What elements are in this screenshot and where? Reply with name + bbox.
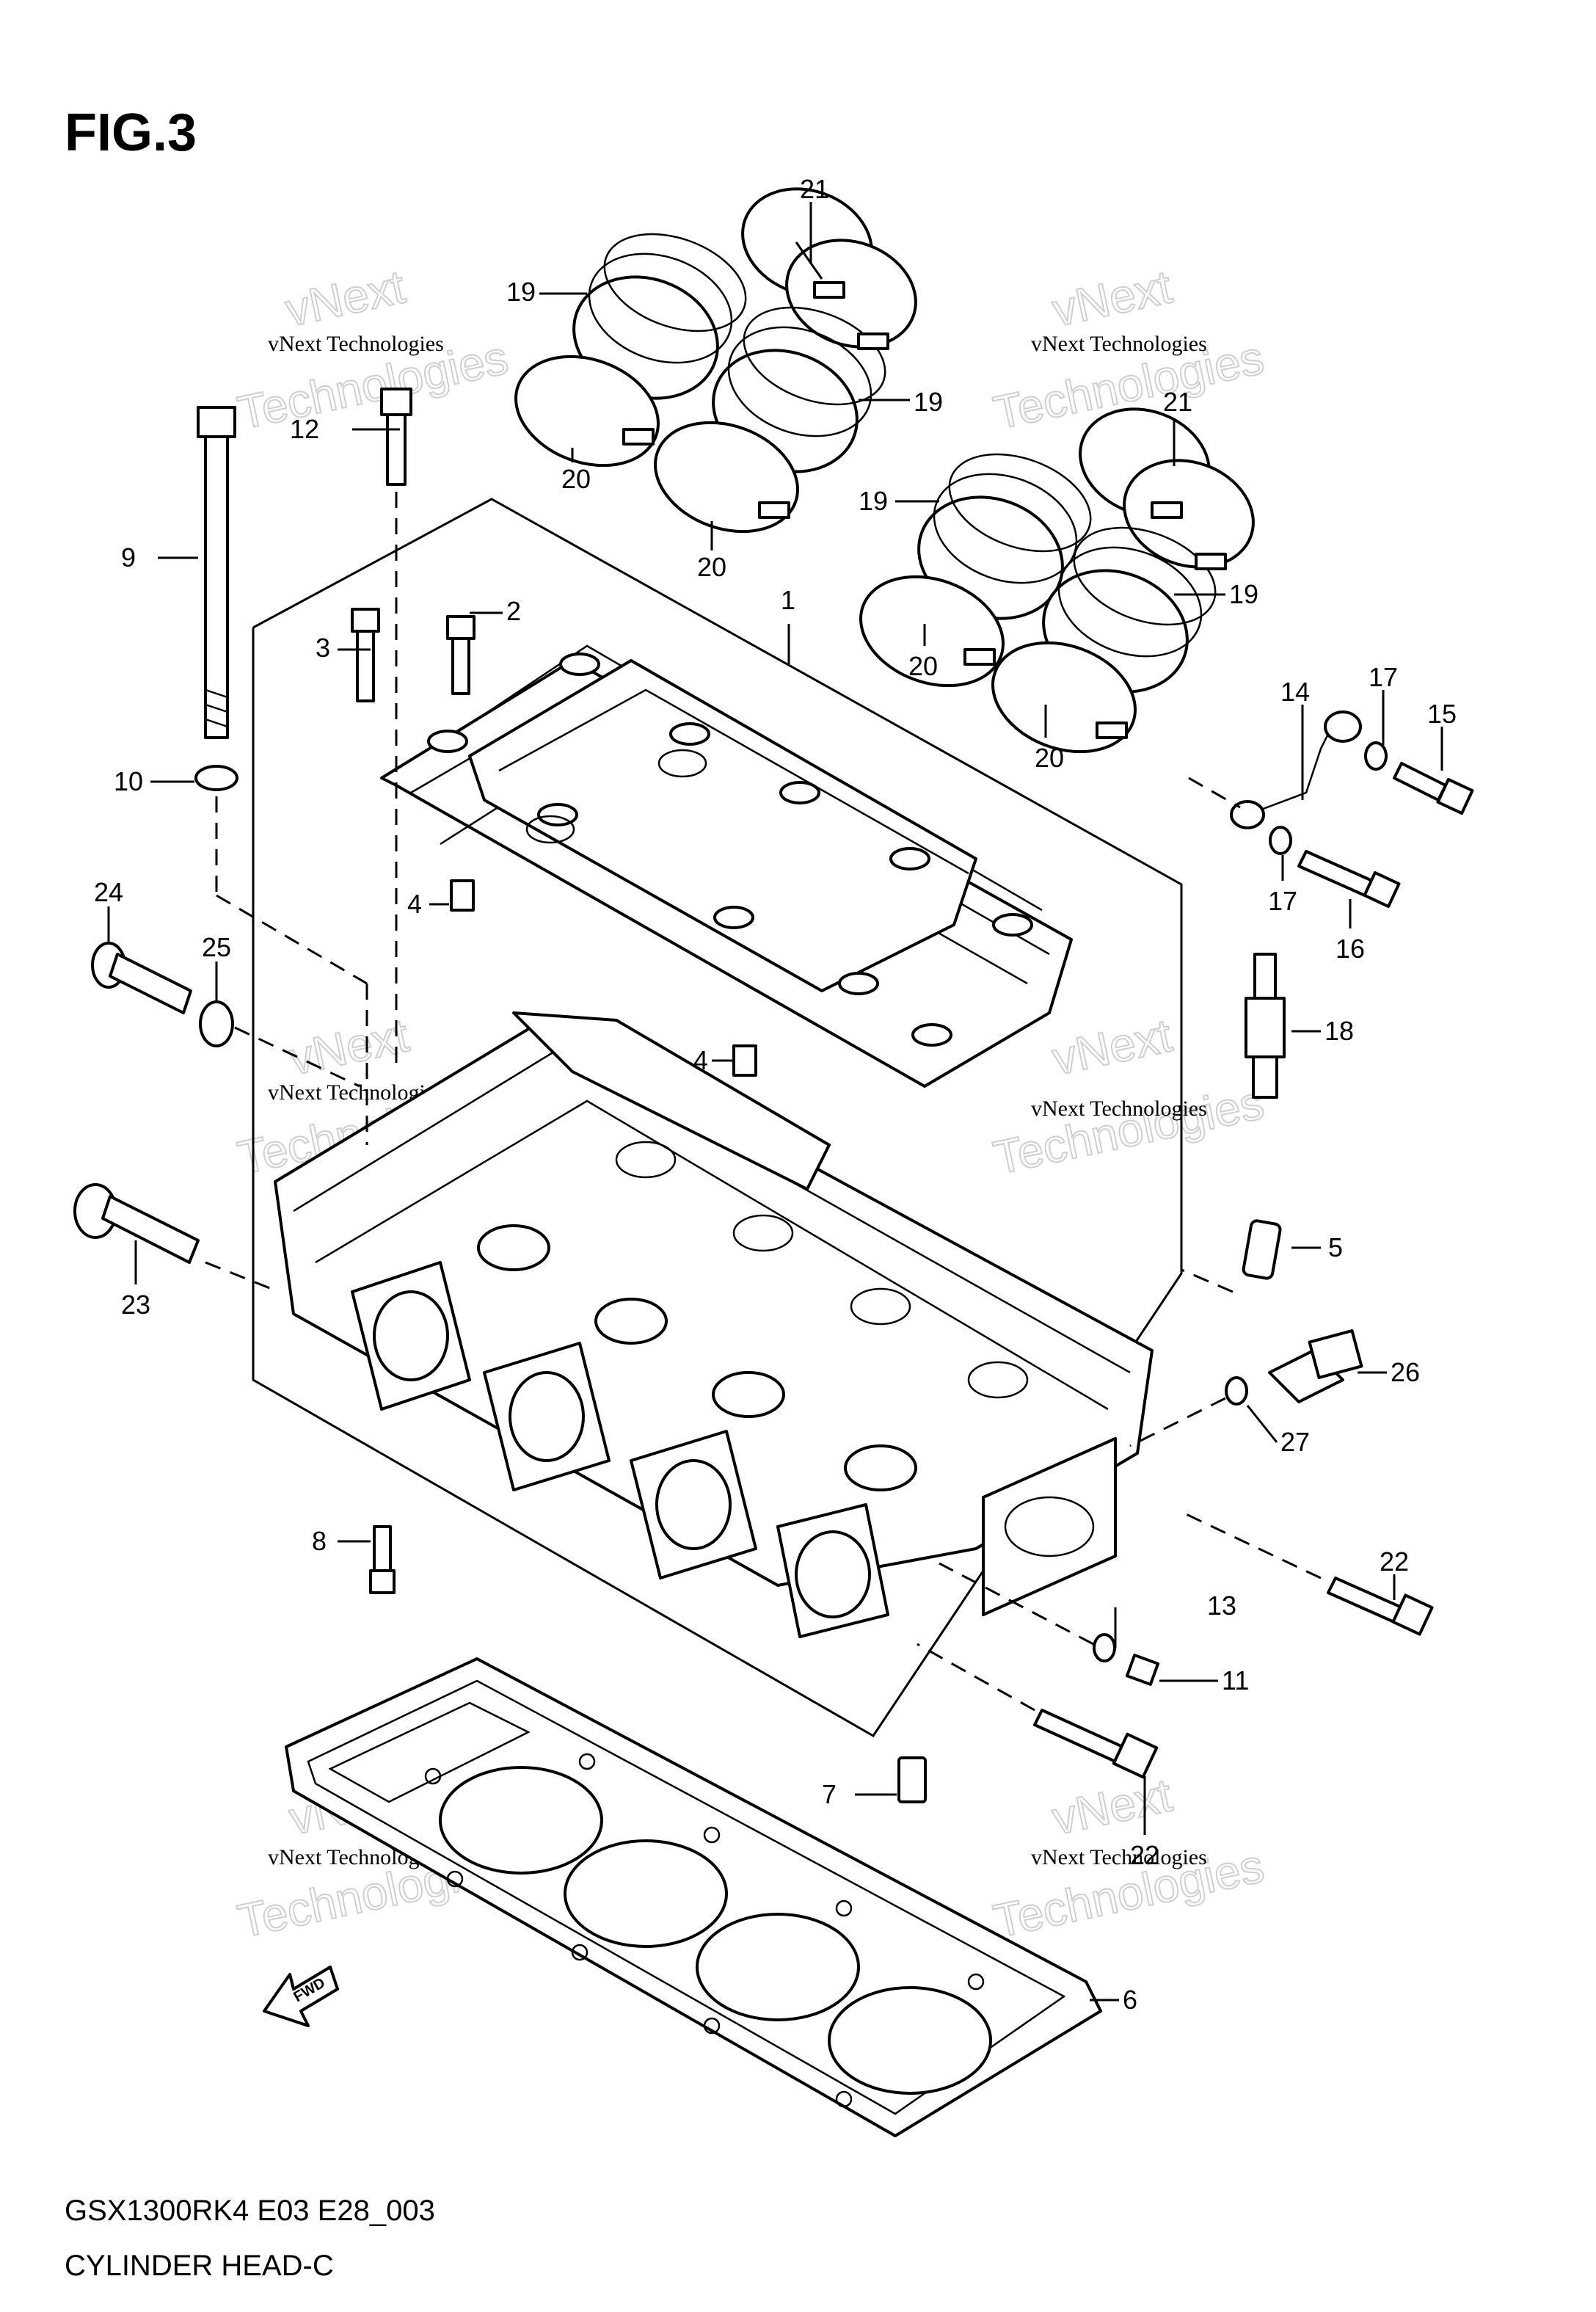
callout-21: 21 [800,174,829,204]
callout-19: 19 [914,387,943,417]
callout-4: 4 [407,889,422,919]
callout-21: 21 [1163,387,1192,417]
cylinder-head [274,1011,1154,1638]
svg-text:vNext: vNext [285,1008,413,1085]
callout-7: 7 [822,1779,837,1809]
callout-12: 12 [290,414,319,444]
washer-25 [199,1000,234,1047]
bolt-22-right [1327,1577,1434,1636]
bolt-12 [380,388,412,486]
cam-cap-housing [380,644,1073,1088]
callout-19: 19 [1229,579,1258,609]
callout-20: 20 [561,464,591,494]
oil-pipe [1230,710,1362,829]
svg-text:vNext: vNext [1048,1008,1176,1085]
head-bolt-long [197,406,236,739]
callout-9: 9 [121,542,136,572]
section-name: CYLINDER HEAD-C [65,2250,334,2282]
callout-19: 19 [859,486,888,516]
bolt-8 [369,1525,396,1594]
svg-text:Technologies: Technologies [989,1076,1268,1185]
bolt-24 [91,942,192,1014]
bolt-3 [351,608,380,702]
dowel-pin-7 [897,1756,927,1803]
cam-cap-bosses [427,652,1033,1047]
dowel-pin-lower [732,1044,757,1077]
dowel-pin-upper [450,879,475,912]
callout-18: 18 [1324,1016,1354,1046]
callout-10: 10 [114,766,143,796]
callout-25: 25 [202,932,231,962]
callout-17: 17 [1268,886,1297,916]
callout-14: 14 [1280,677,1310,707]
callout-23: 23 [121,1290,150,1320]
head-bolt-washer [194,765,238,791]
washer-17-lower [1269,826,1292,855]
svg-text:vNext Technologies: vNext Technologies [1031,1097,1207,1121]
figure-title: FIG.3 [65,103,197,162]
callout-20: 20 [697,552,726,582]
svg-text:vNext: vNext [1048,260,1176,336]
bolt-23 [73,1183,200,1264]
bolt-16 [1297,850,1401,909]
callout-22: 22 [1380,1546,1409,1577]
callout-13: 13 [1207,1591,1236,1621]
assembly-outline [252,498,1183,1737]
callout-19: 19 [506,277,536,307]
bolt-2 [446,615,475,695]
callout-leaders [107,202,1443,2002]
washer-17-upper [1364,741,1388,771]
combustion-chamber-openings [477,1141,1029,1491]
spark-plug [1245,953,1286,1099]
bolt-22-lower [1033,1709,1159,1779]
svg-text:vNext Technologies: vNext Technologies [268,332,444,356]
callout-2: 2 [506,596,521,626]
svg-text:vNext Technologies: vNext Technologies [1031,1845,1207,1869]
gasket-bolt-holes [424,1753,985,2108]
bolt-11 [1125,1654,1160,1686]
callout-3: 3 [316,633,330,663]
cylinder-head-gasket [285,1657,1102,2137]
fwd-arrow-icon: FWD [263,1966,339,2027]
callout-24: 24 [94,877,123,907]
svg-text:vNext Technologies: vNext Technologies [1031,332,1207,356]
watermark-mid-right: vNext Technologies vNext Technologies [988,1008,1269,1185]
watermark-top-left: vNext Technologies vNext Technologies [233,259,513,440]
watermark-bottom-right: vNext Technologies vNext Technologies [988,1767,1269,1948]
callout-20: 20 [908,651,938,681]
callout-20: 20 [1035,743,1064,773]
callout-11: 11 [1222,1665,1249,1695]
callout-15: 15 [1427,699,1457,729]
callout-1: 1 [781,585,795,615]
callout-8: 8 [312,1526,327,1556]
washer-27 [1225,1376,1248,1406]
callout-6: 6 [1123,1985,1137,2015]
sensor-5 [1242,1219,1282,1280]
callout-17: 17 [1369,662,1398,692]
bolt-15 [1393,762,1474,815]
callout-26: 26 [1391,1357,1420,1387]
intake-pipe-group-left [514,187,917,534]
callout-16: 16 [1336,934,1365,964]
callout-4: 4 [693,1045,708,1075]
intake-pipe-group-right [859,407,1255,754]
callout-5: 5 [1328,1232,1343,1262]
exhaust-ports [351,1261,889,1638]
svg-text:vNext: vNext [1048,1768,1176,1844]
model-code: GSX1300RK4 E03 E28_003 [65,2195,435,2227]
callout-27: 27 [1280,1427,1310,1457]
callout-22: 22 [1130,1840,1159,1870]
washer-13 [1093,1633,1116,1662]
svg-text:vNext: vNext [281,260,409,336]
temperature-sensor [1268,1329,1363,1403]
callouts: 21 19 19 20 20 21 19 19 20 20 1 2 3 12 9… [94,174,1457,2015]
